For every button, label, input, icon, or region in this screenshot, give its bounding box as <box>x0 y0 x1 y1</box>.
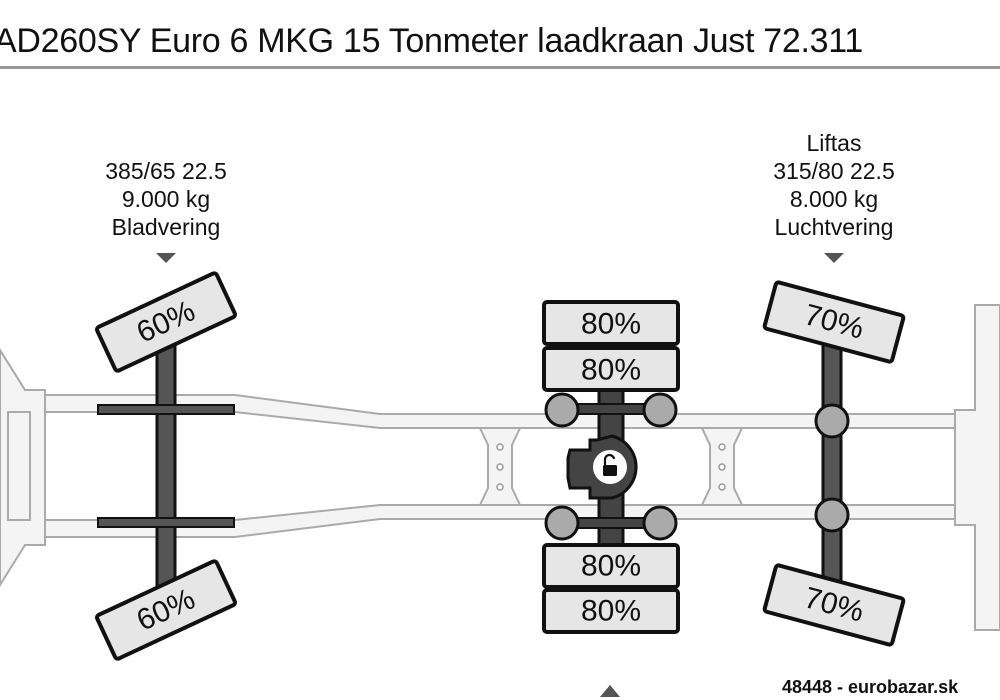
axle-3-load: 8.000 kg <box>790 186 878 212</box>
arrow-down-icon <box>156 253 176 263</box>
title-divider <box>0 66 1000 69</box>
front-axle: 385/65 22.5 9.000 kg Bladvering 60% 60% <box>95 158 237 661</box>
chassis-frame <box>0 304 1000 631</box>
tire-axle-2-left-inner: 80% <box>542 346 680 392</box>
arrow-up-icon <box>600 685 620 697</box>
axle-1-load: 9.000 kg <box>122 186 210 212</box>
axle-3-tire-size: 315/80 22.5 <box>773 158 895 184</box>
lift-axle: Liftas 315/80 22.5 8.000 kg Luchtvering … <box>762 130 906 647</box>
tire-axle-2-right-outer: 80% <box>542 588 680 634</box>
watermark: 48448 - eurobazar.sk <box>782 677 959 697</box>
arrow-down-icon <box>824 253 844 263</box>
tire-axle-2-right-inner: 80% <box>542 543 680 589</box>
tire-wear: 80% <box>581 354 641 387</box>
diff-unlocked-icon <box>593 450 627 484</box>
axle-3-suspension: Luchtvering <box>775 214 894 240</box>
tire-axle-2-left-outer: 80% <box>542 300 680 346</box>
axle-1-tire-size: 385/65 22.5 <box>105 158 227 184</box>
drive-axle: 80% 80% 80% 80% <box>542 300 680 697</box>
tire-wear: 80% <box>581 308 641 341</box>
tire-axle-3-right: 70% <box>762 563 906 647</box>
tire-wear: 80% <box>581 550 641 583</box>
tire-axle-3-left: 70% <box>762 280 906 364</box>
axle-3-type: Liftas <box>807 130 862 156</box>
vehicle-title: AD260SY Euro 6 MKG 15 Tonmeter laadkraan… <box>0 22 863 60</box>
tire-wear: 80% <box>581 595 641 628</box>
axle-1-suspension: Bladvering <box>112 214 221 240</box>
